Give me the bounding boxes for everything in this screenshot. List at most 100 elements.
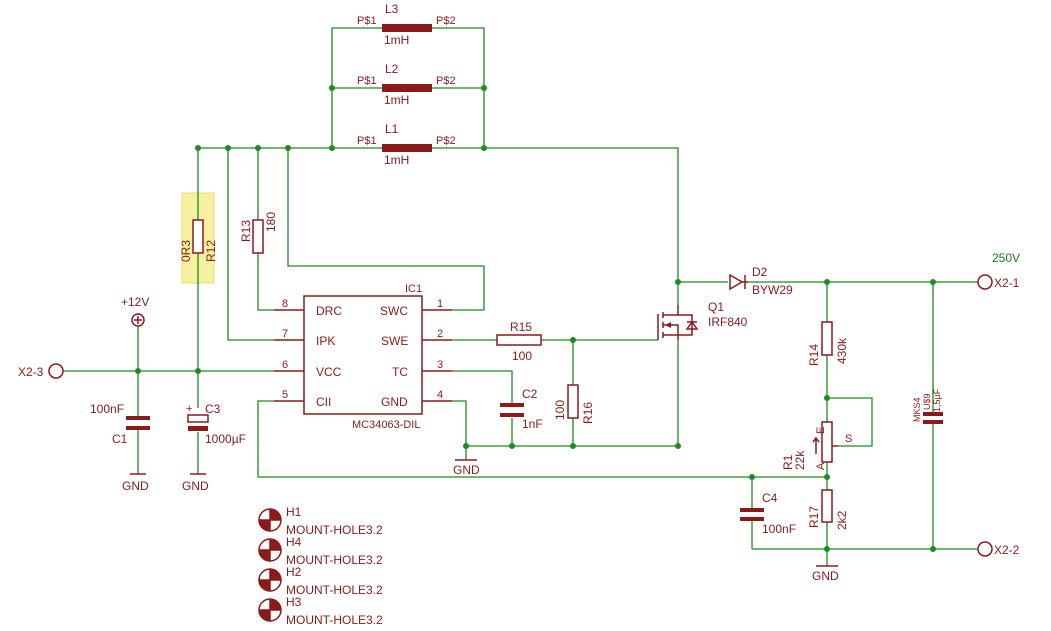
capacitor-value: 100nF (90, 402, 124, 416)
capacitor-ref: C1 (112, 432, 128, 446)
supply-12v: +12V (121, 295, 149, 327)
hole-value: MOUNT-HOLE3.2 (286, 583, 383, 597)
mount-hole-h4[interactable]: H4 MOUNT-HOLE3.2 (258, 535, 383, 567)
potentiometer-r1[interactable]: R1 22k E A S (781, 421, 852, 470)
ic-pin-num: 2 (437, 328, 443, 340)
capacitor-c3[interactable]: + C3 1000µF (186, 402, 246, 446)
ic-pin-num: 6 (282, 359, 288, 371)
hole-value: MOUNT-HOLE3.2 (286, 613, 383, 627)
capacitor-value: 1000µF (205, 432, 246, 446)
capacitor-grid: U$9 (922, 393, 932, 410)
net-label-250v: 250V (992, 251, 1020, 265)
mosfet-value: IRF840 (708, 315, 748, 329)
capacitor-ref: C2 (522, 387, 538, 401)
ic-pin-name: VCC (316, 365, 342, 379)
ic-pin-name: TC (392, 365, 408, 379)
hole-ref: H4 (286, 535, 302, 549)
resistor-r17[interactable]: R17 2k2 (807, 489, 849, 530)
supply-label: +12V (121, 295, 149, 309)
inductor-pin1: P$1 (357, 135, 377, 147)
pot-pin-a: A (815, 462, 827, 470)
hole-value: MOUNT-HOLE3.2 (286, 523, 383, 537)
capacitor-c5[interactable]: MKS4 U$9 1,5µF (912, 388, 943, 424)
pot-pin-e: E (815, 427, 827, 434)
capacitor-c2[interactable]: C2 1nF (500, 387, 543, 431)
resistor-value: 100 (512, 349, 532, 363)
ic-pin-name: CII (316, 395, 331, 409)
capacitor-value: 1nF (522, 417, 543, 431)
ic-pin-name: IPK (316, 334, 335, 348)
gnd-output: GND (812, 565, 839, 583)
resistor-r13[interactable]: R13 180 (239, 212, 278, 254)
ic1-mc34063[interactable]: IC1 MC34063-DIL 8 DRC 7 IPK 6 VCC 5 CII … (274, 283, 452, 431)
capacitor-type: MKS4 (912, 397, 922, 422)
mount-hole-h1[interactable]: H1 MOUNT-HOLE3.2 (258, 505, 383, 537)
mount-hole-h3[interactable]: H3 MOUNT-HOLE3.2 (258, 595, 383, 627)
hole-ref: H1 (286, 505, 302, 519)
wires (63, 27, 978, 566)
pot-ref: R1 (781, 454, 795, 470)
ic-pin-num: 3 (437, 359, 443, 371)
inductor-pin2: P$2 (436, 135, 456, 147)
resistor-r12[interactable]: 0R3 R12 (179, 219, 218, 262)
hole-ref: H2 (286, 565, 302, 579)
inductor-pin2: P$2 (436, 75, 456, 87)
resistor-r16[interactable]: 100 R16 (553, 384, 595, 424)
gnd-ic: GND (453, 459, 480, 477)
hole-value: MOUNT-HOLE3.2 (286, 553, 383, 567)
resistor-value: 430k (835, 337, 849, 364)
resistor-r14[interactable]: R14 430k (807, 321, 849, 366)
resistor-ref: R15 (510, 320, 532, 334)
ic-pin-name: GND (381, 395, 408, 409)
gnd-label: GND (122, 479, 149, 493)
diode-ref: D2 (752, 265, 768, 279)
capacitor-c4[interactable]: C4 100nF (740, 491, 796, 536)
connector-label: X2-1 (994, 276, 1020, 290)
inductor-value: 1mH (384, 33, 409, 47)
resistor-ref: R13 (239, 220, 253, 242)
resistor-r15[interactable]: R15 100 (496, 320, 542, 363)
inductor-ref: L1 (385, 122, 399, 136)
inductor-l2[interactable]: L2 1mH P$1 P$2 (357, 62, 456, 107)
mosfet-q1[interactable]: Q1 IRF840 (657, 300, 748, 340)
inductor-pin2: P$2 (436, 15, 456, 27)
ic-pin-num: 1 (437, 298, 443, 310)
ic-pin-num: 4 (437, 389, 443, 401)
capacitor-value: 1,5µF (932, 388, 942, 412)
inductor-value: 1mH (384, 153, 409, 167)
ic-pin-name: SWC (380, 304, 408, 318)
diode-d2[interactable]: D2 BYW29 (729, 265, 793, 297)
inductor-pin1: P$1 (357, 15, 377, 27)
ic-ref: IC1 (405, 283, 422, 295)
pot-value: 22k (793, 450, 807, 470)
connector-label: X2-2 (994, 543, 1020, 557)
connector-x2-3[interactable]: X2-3 (18, 363, 64, 379)
capacitor-c1[interactable]: 100nF C1 (90, 402, 150, 446)
inductor-ref: L3 (385, 2, 399, 16)
inductor-value: 1mH (384, 93, 409, 107)
polarity-plus: + (186, 403, 192, 415)
capacitor-ref: C3 (205, 402, 221, 416)
ic-pin-name: SWE (381, 334, 408, 348)
connector-x2-2[interactable]: X2-2 (977, 541, 1020, 557)
resistor-value: 2k2 (835, 510, 849, 530)
inductor-pin1: P$1 (357, 75, 377, 87)
resistor-value: 100 (553, 400, 567, 420)
mosfet-ref: Q1 (708, 300, 724, 314)
resistor-ref: R12 (204, 240, 218, 262)
ic-pin-num: 8 (282, 298, 288, 310)
resistor-ref: R17 (807, 506, 821, 528)
resistor-ref: R16 (581, 402, 595, 424)
inductor-l1[interactable]: L1 1mH P$1 P$2 (357, 122, 456, 167)
resistor-value: 0R3 (179, 240, 193, 262)
gnd-c1: GND (122, 473, 149, 493)
junctions (135, 85, 936, 552)
inductor-ref: L2 (385, 62, 399, 76)
pot-pin-s: S (845, 433, 852, 445)
inductor-l3[interactable]: L3 1mH P$1 P$2 (357, 2, 456, 47)
connector-x2-1[interactable]: X2-1 (977, 274, 1020, 290)
mount-hole-h2[interactable]: H2 MOUNT-HOLE3.2 (258, 565, 383, 597)
capacitor-ref: C4 (762, 491, 778, 505)
ic-part: MC34063-DIL (352, 419, 420, 431)
